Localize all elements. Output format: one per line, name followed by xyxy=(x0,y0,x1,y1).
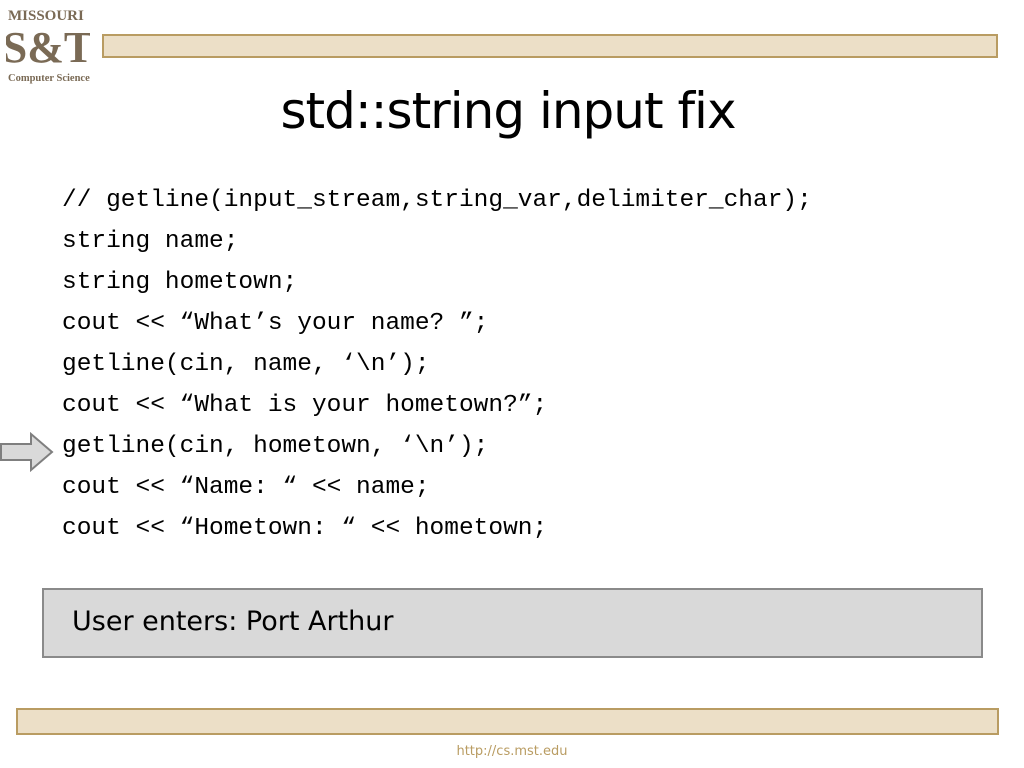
footer-url: http://cs.mst.edu xyxy=(456,744,568,759)
code-line: cout << “What is your hometown?”; xyxy=(62,392,548,419)
code-block: // getline(input_stream,string_var,delim… xyxy=(62,180,812,549)
user-input-callout: User enters: Port Arthur xyxy=(42,588,983,658)
callout-text: User enters: Port Arthur xyxy=(72,606,394,637)
code-line-highlighted: getline(cin, hometown, ‘\n’); xyxy=(62,433,489,460)
code-line: string hometown; xyxy=(62,269,298,296)
code-line: cout << “Name: “ << name; xyxy=(62,474,430,501)
right-arrow-icon xyxy=(0,432,54,472)
code-line: // getline(input_stream,string_var,delim… xyxy=(62,187,812,214)
slide-title: std::string input fix xyxy=(280,82,736,140)
logo-bottom-text: Computer Science xyxy=(8,73,90,84)
code-line: cout << “Hometown: “ << hometown; xyxy=(62,515,548,542)
missouri-st-logo: MISSOURI S&T Computer Science xyxy=(6,6,92,88)
code-line: getline(cin, name, ‘\n’); xyxy=(62,351,430,378)
top-accent-bar xyxy=(102,34,998,58)
code-line: string name; xyxy=(62,228,239,255)
bottom-accent-bar xyxy=(16,708,999,735)
code-line: cout << “What’s your name? ”; xyxy=(62,310,489,337)
logo-mark-text: S&T xyxy=(6,23,90,70)
st-logo-icon: S&T xyxy=(6,23,90,70)
logo-top-text: MISSOURI xyxy=(8,8,84,24)
